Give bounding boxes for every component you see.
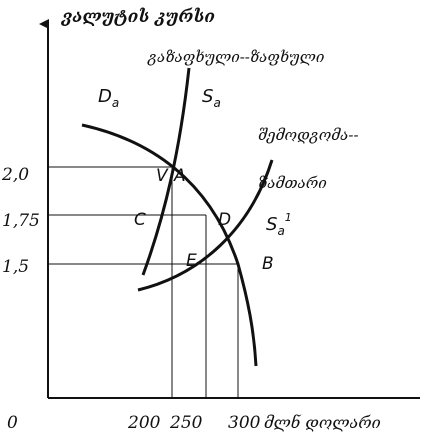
supply-curve-spring — [141, 67, 191, 276]
season-label-autumn-line1: შემოდგომა-- — [258, 126, 359, 144]
demand-curve-label: Da — [98, 86, 119, 110]
supply-autumn-label: Sa1 — [266, 211, 292, 238]
supply-curve-autumn — [137, 159, 274, 292]
point-label-a: A — [173, 166, 186, 186]
x-tick-label-250: 250 — [169, 413, 203, 433]
origin-label: 0 — [7, 413, 18, 433]
y-axis-title: ვალუტის კურსი — [61, 7, 215, 27]
supply-spring-label: Sa — [202, 86, 221, 110]
season-label-autumn-line2: ზამთარი — [258, 174, 327, 192]
point-label-b: B — [262, 254, 274, 274]
season-label-spring-summer: გაზაფხული--ზაფხული — [147, 48, 324, 66]
x-axis-unit: მლნ დოლარი — [264, 413, 381, 432]
y-tick-label-2-0: 2,0 — [1, 165, 29, 185]
y-tick-label-1-5: 1,5 — [2, 257, 29, 277]
point-label-d: D — [218, 210, 231, 230]
point-label-c: C — [134, 210, 146, 230]
x-tick-label-200: 200 — [127, 413, 161, 433]
demand-curve — [81, 123, 258, 367]
x-tick-label-300: 300 — [228, 413, 261, 433]
point-label-v: V — [156, 166, 169, 186]
point-label-e: E — [186, 251, 197, 271]
y-tick-label-1-75: 1,75 — [2, 211, 40, 231]
